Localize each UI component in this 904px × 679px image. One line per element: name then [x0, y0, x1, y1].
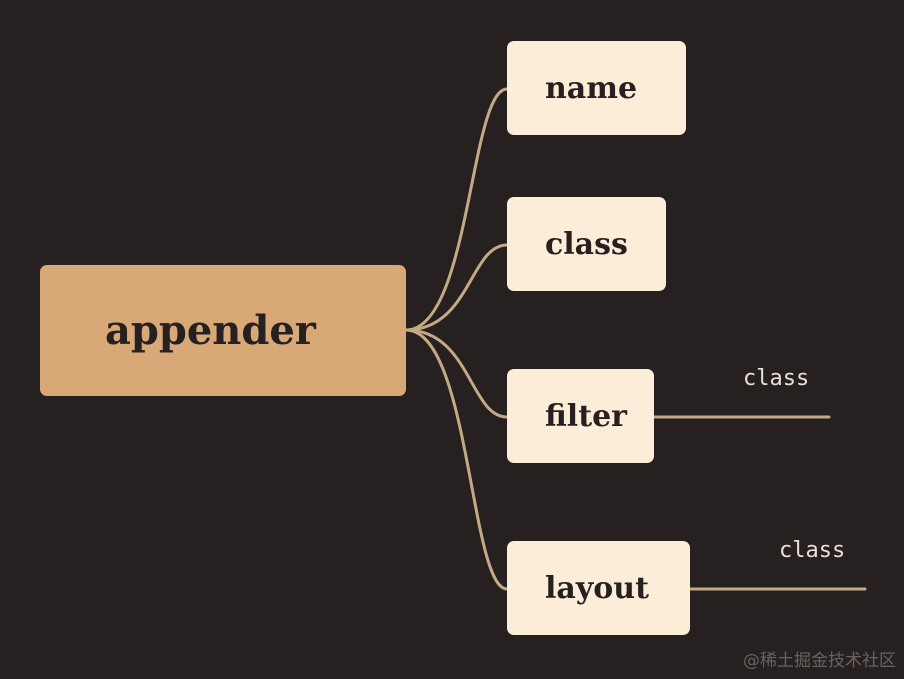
child-node-filter[interactable]: filter	[507, 369, 654, 463]
child-node-label: layout	[545, 570, 649, 606]
child-node-name[interactable]: name	[507, 41, 686, 135]
child-node-label: name	[545, 70, 638, 106]
connector-appender-layout	[404, 328, 509, 591]
watermark: @稀土掘金技术社区	[743, 651, 896, 671]
child-node-label: filter	[545, 398, 627, 434]
child-node-class[interactable]: class	[507, 197, 666, 291]
root-node-appender[interactable]: appender	[40, 265, 406, 396]
root-node-label: appender	[105, 307, 316, 354]
connector-appender-filter	[404, 328, 509, 419]
layout-class-branch-label[interactable]: class	[779, 538, 846, 563]
connector-appender-class	[404, 243, 509, 332]
filter-class-branch-label[interactable]: class	[743, 366, 810, 391]
child-node-layout[interactable]: layout	[507, 541, 690, 635]
child-node-label: class	[545, 226, 628, 262]
connector-appender-name	[404, 87, 509, 332]
